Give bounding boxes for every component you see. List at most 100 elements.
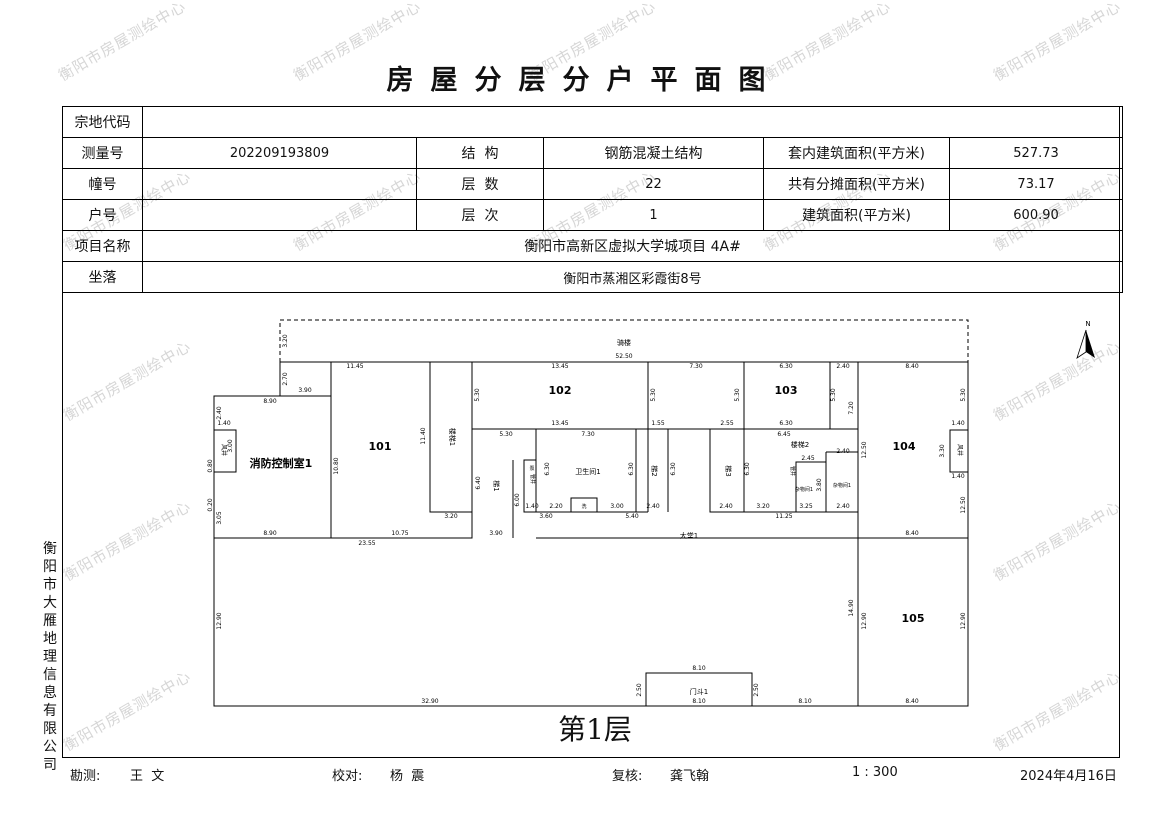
table-row: 测量号 202209193809 结 构 钢筋混凝土结构 套内建筑面积(平方米)… — [62, 137, 1124, 169]
company-name: 衡阳市大雁地理信息有限公司 — [43, 541, 57, 773]
jiegou-label: 结 构 — [416, 137, 544, 169]
room-102: 102 — [549, 384, 572, 397]
wash-label: 洗 — [581, 503, 586, 510]
dimension-label: 2.50 — [753, 683, 760, 697]
zhuanghao-label: 幢号 — [62, 168, 143, 200]
dimension-label: 12.90 — [216, 612, 223, 629]
dimension-label: 0.20 — [207, 498, 214, 512]
dimension-label: 8.90 — [263, 398, 277, 405]
celiang-label: 测量号 — [62, 137, 143, 169]
check-label: 校对: — [332, 769, 363, 784]
dimension-label: 6.30 — [670, 462, 677, 476]
dimension-label: 2.40 — [836, 503, 850, 510]
dimension-label: 6.00 — [514, 493, 521, 507]
room-101: 101 — [369, 440, 392, 453]
dimension-label: 12.50 — [861, 441, 868, 458]
dimension-label: 3.20 — [282, 334, 289, 348]
dimension-label: 0.80 — [207, 459, 214, 473]
dimension-label: 5.30 — [734, 388, 741, 402]
scale: 1 : 300 — [852, 765, 898, 780]
survey-label: 勘测: — [70, 769, 101, 784]
dimension-label: 2.20 — [549, 503, 563, 510]
dimension-label: 2.40 — [719, 503, 733, 510]
huhao-label: 户号 — [62, 199, 143, 231]
toilet-label: 卫生间1 — [575, 467, 600, 476]
cengci-label: 层 次 — [416, 199, 544, 231]
stair-1-label: 楼梯1 — [448, 428, 457, 446]
floor-label: 第1层 — [558, 713, 632, 746]
review-label: 复核: — [612, 769, 643, 784]
ladder-3-label: 梯3 — [724, 465, 733, 476]
taonei-value: 527.73 — [948, 137, 1124, 169]
review-value: 龚飞翰 — [670, 769, 710, 784]
air-shaft-label: 风井 — [220, 444, 228, 456]
dimension-label: 3.60 — [539, 513, 553, 520]
dimension-label: 3.25 — [799, 503, 813, 510]
dimension-label: 3.80 — [816, 478, 823, 492]
dimension-label: 2.40 — [216, 406, 223, 420]
pump-label: 泵 — [529, 466, 534, 472]
xiangmu-value: 衡阳市高新区虚拟大学城项目 4A# — [141, 230, 1124, 262]
table-row: 幢号 层 数 22 共有分摊面积(平方米) 73.17 — [62, 168, 1124, 200]
dimension-label: 1.40 — [951, 473, 965, 480]
jianzhu-value: 600.90 — [948, 199, 1124, 231]
fire-control-room-label: 消防控制室1 — [250, 456, 313, 470]
dimension-label: 11.25 — [775, 513, 792, 520]
ladder-2-label: 梯2 — [650, 465, 659, 476]
dimension-label: 12.90 — [960, 612, 967, 629]
table-row: 坐落 衡阳市蒸湘区彩霞街8号 — [62, 261, 1124, 293]
dimension-label: 3.30 — [939, 444, 946, 458]
dimension-label: 8.40 — [905, 363, 919, 370]
jiegou-value: 钢筋混凝土结构 — [543, 137, 764, 169]
dimension-label: 2.40 — [836, 448, 850, 455]
dimension-label: 8.10 — [692, 698, 706, 705]
zuoluo-label: 坐落 — [62, 261, 143, 293]
dimension-label: 6.30 — [544, 462, 551, 476]
north-arrow-icon: N — [1076, 320, 1095, 359]
dimension-label: 6.30 — [744, 462, 751, 476]
cengshu-label: 层 数 — [416, 168, 544, 200]
dimension-label: 5.30 — [474, 388, 481, 402]
dimension-label: 2.40 — [836, 363, 850, 370]
dimension-label: 6.30 — [628, 462, 635, 476]
dimension-label: 1.40 — [217, 420, 231, 427]
dimension-label: 2.70 — [282, 372, 289, 386]
dimension-label: 14.90 — [848, 599, 855, 616]
dimension-label: 2.55 — [720, 420, 734, 427]
dimension-label: 2.40 — [646, 503, 660, 510]
cengci-value: 1 — [543, 199, 764, 231]
dimension-label: 7.30 — [581, 431, 595, 438]
dimension-label: 5.30 — [960, 388, 967, 402]
dimension-label: 8.10 — [798, 698, 812, 705]
page-title: 房屋分层分户平面图 — [386, 65, 783, 96]
dimension-label: 5.30 — [830, 388, 837, 402]
dimension-label: 5.40 — [625, 513, 639, 520]
dimension-label: 3.20 — [756, 503, 770, 510]
dimension-label: 52.50 — [615, 353, 632, 360]
dimension-label: 12.50 — [960, 496, 967, 513]
dimension-label: 7.30 — [689, 363, 703, 370]
dimension-label: 3.00 — [227, 439, 234, 453]
dimension-label: 1.40 — [525, 503, 539, 510]
info-table: 宗地代码 测量号 202209193809 结 构 钢筋混凝土结构 套内建筑面积… — [62, 106, 1124, 293]
dimension-label: 7.20 — [848, 401, 855, 415]
pipe-shaft-label-2: 管井 — [789, 466, 796, 476]
dimension-label: 6.30 — [779, 420, 793, 427]
air-shaft-label-2: 风井 — [956, 444, 964, 456]
dimension-label: 10.80 — [333, 457, 340, 474]
pipe-shaft-label: 管井 — [529, 474, 536, 484]
dimension-label: 13.45 — [551, 420, 568, 427]
check-value: 杨 震 — [390, 769, 425, 784]
dimension-label: 11.40 — [420, 427, 427, 444]
arcade-label: 骑楼 — [617, 338, 631, 347]
dimension-label: 2.45 — [801, 455, 815, 462]
table-row: 项目名称 衡阳市高新区虚拟大学城项目 4A# — [62, 230, 1124, 262]
dimension-label: 3.20 — [444, 513, 458, 520]
ladder-1-label: 梯1 — [492, 480, 501, 491]
dimension-label: 32.90 — [421, 698, 438, 705]
dimension-label: 2.50 — [636, 683, 643, 697]
dimension-label: 3.90 — [489, 530, 503, 537]
lobby-label: 大堂1 — [680, 531, 698, 540]
date: 2024年4月16日 — [1020, 769, 1117, 784]
